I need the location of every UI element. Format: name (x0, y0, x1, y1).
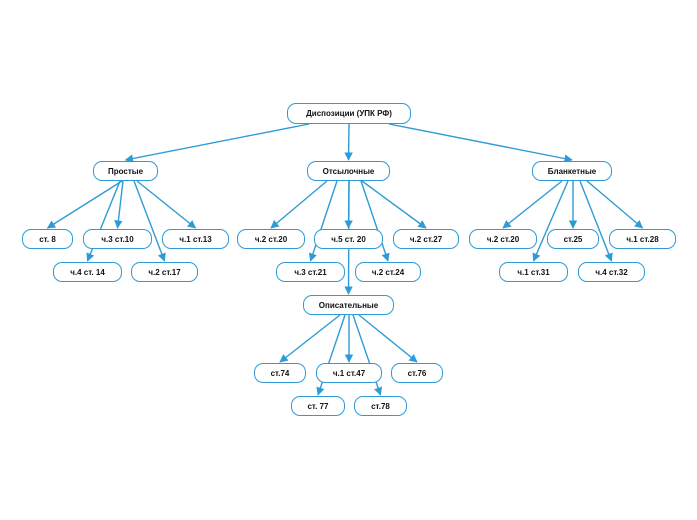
edge-simple-st8 (46, 180, 123, 229)
node-ch2st27[interactable]: ч.2 ст.27 (393, 229, 459, 249)
edge-simple-ch1st13 (136, 180, 197, 229)
edge-blank-ch2st20b (502, 180, 563, 229)
edge-ref-ch2st24 (360, 180, 390, 262)
edge-root-ref (344, 123, 353, 161)
node-ch3st21[interactable]: ч.3 ст.21 (276, 262, 345, 282)
edge-desc-st74 (279, 314, 341, 363)
edge-root-blank (388, 123, 573, 163)
node-st8[interactable]: ст. 8 (22, 229, 73, 249)
edge-ref-ch3st21 (308, 180, 338, 262)
node-st76[interactable]: ст.76 (391, 363, 443, 383)
node-ch2st17[interactable]: ч.2 ст.17 (131, 262, 198, 282)
node-desc[interactable]: Описательные (303, 295, 394, 315)
node-root[interactable]: Диспозиции (УПК РФ) (287, 103, 411, 124)
edge-desc-st77 (316, 314, 346, 396)
node-st78[interactable]: ст.78 (354, 396, 407, 416)
node-simple[interactable]: Простые (93, 161, 158, 181)
edge-ref-ch2st20a (270, 180, 328, 229)
node-blank[interactable]: Бланкетные (532, 161, 612, 181)
node-ch3st10[interactable]: ч.3 ст.10 (83, 229, 152, 249)
edge-blank-ch1st31 (532, 180, 569, 262)
node-st25[interactable]: ст.25 (547, 229, 599, 249)
node-ch2st24[interactable]: ч.2 ст.24 (355, 262, 421, 282)
edge-simple-ch2st17 (133, 180, 166, 262)
edge-root-simple (124, 123, 310, 163)
edge-desc-st78 (352, 314, 383, 396)
node-ch4st32[interactable]: ч.4 ст.32 (578, 262, 645, 282)
node-ch1st47[interactable]: ч.1 ст.47 (316, 363, 382, 383)
node-ch5st20[interactable]: ч.5 ст. 20 (314, 229, 383, 249)
edge-ref-ch2st27 (361, 180, 427, 229)
node-ch2st20a[interactable]: ч.2 ст.20 (237, 229, 305, 249)
node-st77[interactable]: ст. 77 (291, 396, 345, 416)
edge-blank-ch1st28 (586, 180, 644, 229)
edge-simple-ch3st10 (114, 180, 124, 229)
node-ref[interactable]: Отсылочные (307, 161, 390, 181)
node-ch1st31[interactable]: ч.1 ст.31 (499, 262, 568, 282)
node-ch4st14[interactable]: ч.4 ст. 14 (53, 262, 122, 282)
edge-blank-ch4st32 (579, 180, 613, 262)
node-st74[interactable]: ст.74 (254, 363, 306, 383)
edge-desc-st76 (358, 314, 418, 363)
node-ch1st28[interactable]: ч.1 ст.28 (609, 229, 676, 249)
node-ch2st20b[interactable]: ч.2 ст.20 (469, 229, 537, 249)
node-ch1st13[interactable]: ч.1 ст.13 (162, 229, 229, 249)
